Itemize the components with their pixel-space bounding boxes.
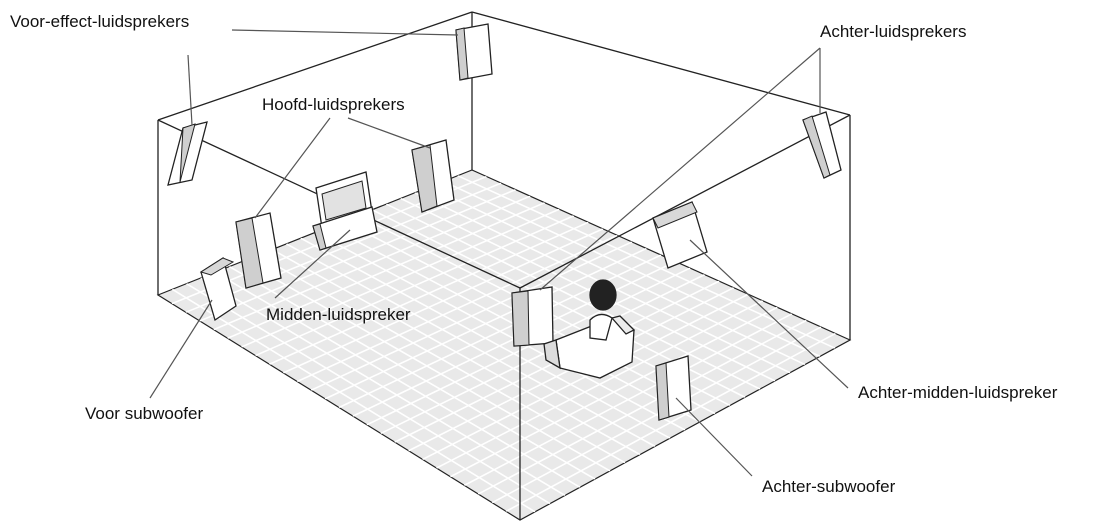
label-rear-center-speaker: Achter-midden-luidspreker [858,383,1058,402]
label-front-subwoofer: Voor subwoofer [85,404,203,423]
label-pointers [149,29,849,477]
floor-tile-line [269,221,589,365]
floor-tile-line [366,267,691,426]
floor-tile-line [422,293,749,461]
listener-in-armchair [543,279,636,379]
floor-tile-line [450,306,778,478]
front-effect-speaker-left [167,121,208,186]
main-speaker-front [235,212,282,289]
tv-with-center-speaker [312,171,378,251]
floor-tile-line [227,201,546,340]
floor-tile-line [282,228,604,374]
rear-speaker-right [802,111,842,179]
main-speaker-back [411,139,455,213]
floor-tile-line [436,300,764,469]
floor-tile-line [241,208,560,348]
rear-subwoofer-speaker [655,355,692,421]
label-rear-speakers: Achter-luidsprekers [820,22,966,41]
floor-tile-line [477,319,807,495]
label-main-speakers: Hoofd-luidsprekers [262,95,405,114]
floor-tile-line [255,215,575,357]
floor-tile-line [296,234,618,383]
floor-tile-line [505,332,836,513]
rear-center-speaker [652,201,708,269]
rear-speaker-left [511,286,554,347]
floor-tile-line [324,247,647,400]
floor-tile-line [310,241,633,391]
floor-tile-line [491,326,822,504]
floor-tile-line [199,188,516,322]
front-effect-speaker-center-top [455,23,493,81]
floor-tile-line [213,195,531,331]
label-rear-subwoofer: Achter-subwoofer [762,477,896,496]
label-front-effect-speakers: Voor-effect-luidsprekers [10,12,189,31]
floor-tiles [171,174,836,513]
label-center-speaker: Midden-luidspreker [266,305,411,324]
room-floor [156,169,852,521]
floor-tile-line [185,182,502,314]
labels: Voor-effect-luidsprekers Achter-luidspre… [10,12,1058,496]
front-subwoofer-speaker [199,256,237,322]
floor-tile-line [380,273,705,435]
floor-tile-line [463,313,793,487]
